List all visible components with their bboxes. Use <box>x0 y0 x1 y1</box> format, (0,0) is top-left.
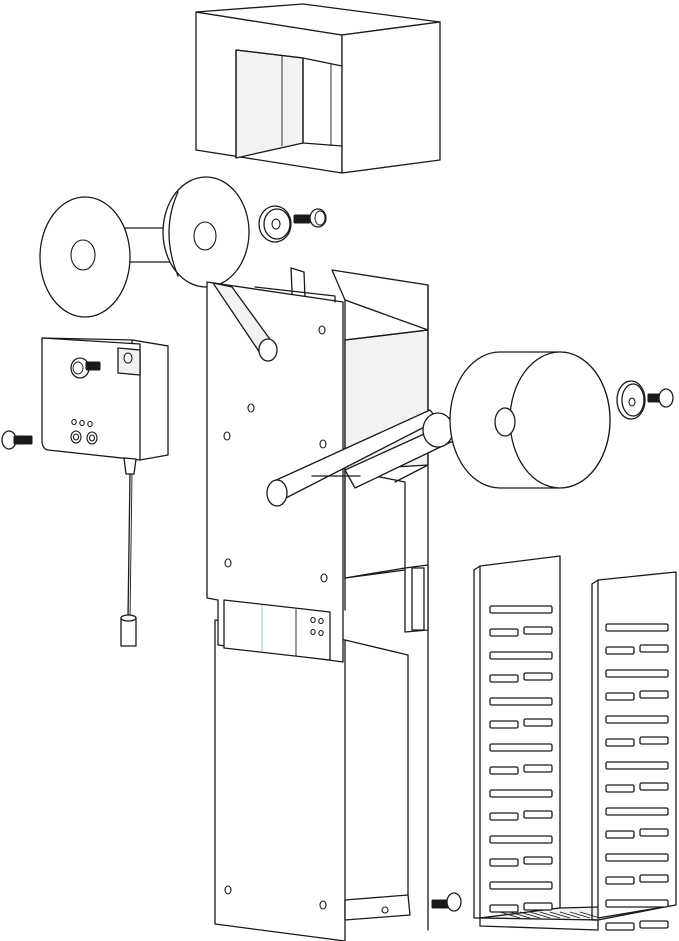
vent-slot-long <box>605 623 669 632</box>
vent-slot-short <box>639 920 669 929</box>
vent-slot-short <box>489 628 519 637</box>
vent-slot-short <box>605 646 635 655</box>
vent-slot-short <box>489 766 519 775</box>
vent-slot-short <box>639 828 669 837</box>
vent-slot-short <box>523 856 553 865</box>
vent-slot-short <box>639 782 669 791</box>
thumb-screw-upper <box>293 208 327 228</box>
vent-slot-short <box>523 626 553 635</box>
base-vent-bar <box>539 911 561 919</box>
vent-slot-short <box>523 718 553 727</box>
vent-slot-long <box>489 881 553 890</box>
vent-slot-long <box>605 715 669 724</box>
vent-slot-short <box>523 764 553 773</box>
vent-slot-short <box>489 674 519 683</box>
vent-slot-long <box>605 761 669 770</box>
roll-washer <box>616 380 646 420</box>
vent-slot-long <box>605 669 669 678</box>
left-side-slots <box>489 605 553 913</box>
vent-slot-short <box>489 720 519 729</box>
vent-slot-short <box>489 904 519 913</box>
vent-slot-short <box>639 644 669 653</box>
vent-slot-short <box>639 690 669 699</box>
vent-slot-long <box>605 853 669 862</box>
vent-slot-short <box>605 876 635 885</box>
vent-slot-long <box>489 651 553 660</box>
vent-slot-short <box>639 736 669 745</box>
vent-slot-short <box>605 830 635 839</box>
vent-slot-long <box>489 835 553 844</box>
vent-slot-short <box>605 784 635 793</box>
vent-slot-short <box>639 874 669 883</box>
base-vent-grid <box>499 911 601 919</box>
supply-spool <box>39 176 250 318</box>
control-box <box>41 337 169 647</box>
vent-slot-short <box>489 858 519 867</box>
thumb-screw-bottom <box>431 892 462 912</box>
vent-slot-short <box>489 812 519 821</box>
base-vent-bar <box>579 911 601 919</box>
right-side-slots <box>605 623 669 931</box>
base-vent-bar <box>499 911 521 919</box>
base-vent-bar <box>559 911 581 919</box>
thumb-screw-left <box>1 430 33 450</box>
vent-slot-short <box>523 810 553 819</box>
vent-slot-long <box>489 605 553 614</box>
vent-slot-long <box>605 807 669 816</box>
vent-slot-long <box>605 899 669 908</box>
vent-slot-short <box>605 922 635 931</box>
thumb-screw-right <box>647 388 674 408</box>
vent-slot-short <box>523 902 553 911</box>
base-vent-bar <box>549 911 571 919</box>
vent-slot-long <box>489 789 553 798</box>
top-cover <box>195 3 441 174</box>
vent-slot-long <box>489 697 553 706</box>
base-vent-bar <box>569 911 591 919</box>
vent-slot-long <box>489 743 553 752</box>
take-up-roll <box>422 351 611 489</box>
base-vent-bar <box>519 911 541 919</box>
vent-slot-short <box>605 692 635 701</box>
base-vent-bar <box>529 911 551 919</box>
vent-slot-short <box>605 738 635 747</box>
base-vent-bar <box>509 911 531 919</box>
main-frame <box>206 267 429 941</box>
vent-slot-short <box>523 672 553 681</box>
spool-washer <box>258 205 292 243</box>
vented-bracket <box>473 555 677 931</box>
